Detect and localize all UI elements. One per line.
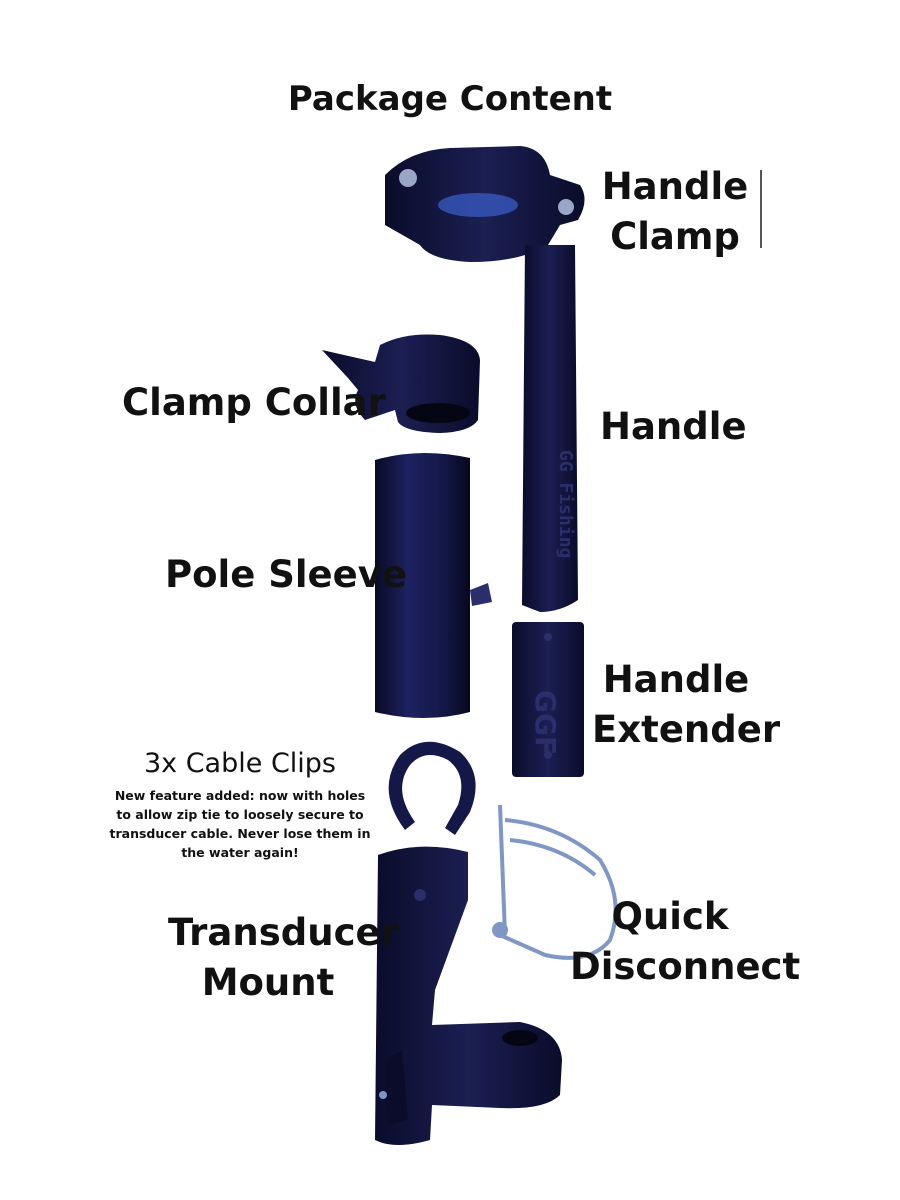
label-pole-sleeve: Pole Sleeve (165, 553, 407, 596)
transducer-mount-part (375, 846, 562, 1145)
label-handle-clamp: Handle Clamp (600, 162, 750, 262)
divider-line (760, 170, 762, 248)
label-handle-extender: Handle Extender (592, 655, 781, 755)
handle-engraving: GG Fishing (555, 450, 576, 558)
extender-engraving: GGF (529, 690, 562, 755)
label-transducer-mount-line2: Mount (201, 961, 335, 1004)
label-transducer-mount-line1: Transducer (168, 911, 399, 954)
handle-clamp-part (385, 146, 585, 262)
label-cable-clips: 3x Cable Clips (143, 748, 337, 779)
quick-disconnect-part (492, 804, 618, 960)
cable-clip-part (388, 741, 476, 835)
label-handle-extender-line2: Extender (592, 708, 781, 751)
handle-extender-part: GGF (512, 622, 584, 777)
handle-part: GG Fishing (522, 245, 578, 612)
label-quick-disconnect-line1: Quick (611, 895, 729, 938)
label-transducer-mount: Transducer Mount (168, 908, 399, 1008)
cable-clips-note: New feature added: now with holes to all… (109, 788, 371, 860)
label-clamp-collar: Clamp Collar (122, 381, 386, 424)
label-handle-clamp-line2: Clamp (610, 215, 740, 258)
pole-sleeve-part (375, 452, 492, 718)
label-handle-clamp-line1: Handle (601, 165, 749, 208)
label-handle: Handle (600, 405, 747, 448)
label-quick-disconnect-line2: Disconnect (570, 945, 801, 988)
page-title: Package Content (287, 79, 613, 119)
label-handle-extender-line1: Handle (602, 658, 750, 701)
clamp-collar-part (322, 334, 480, 433)
label-quick-disconnect: Quick Disconnect (570, 892, 801, 992)
